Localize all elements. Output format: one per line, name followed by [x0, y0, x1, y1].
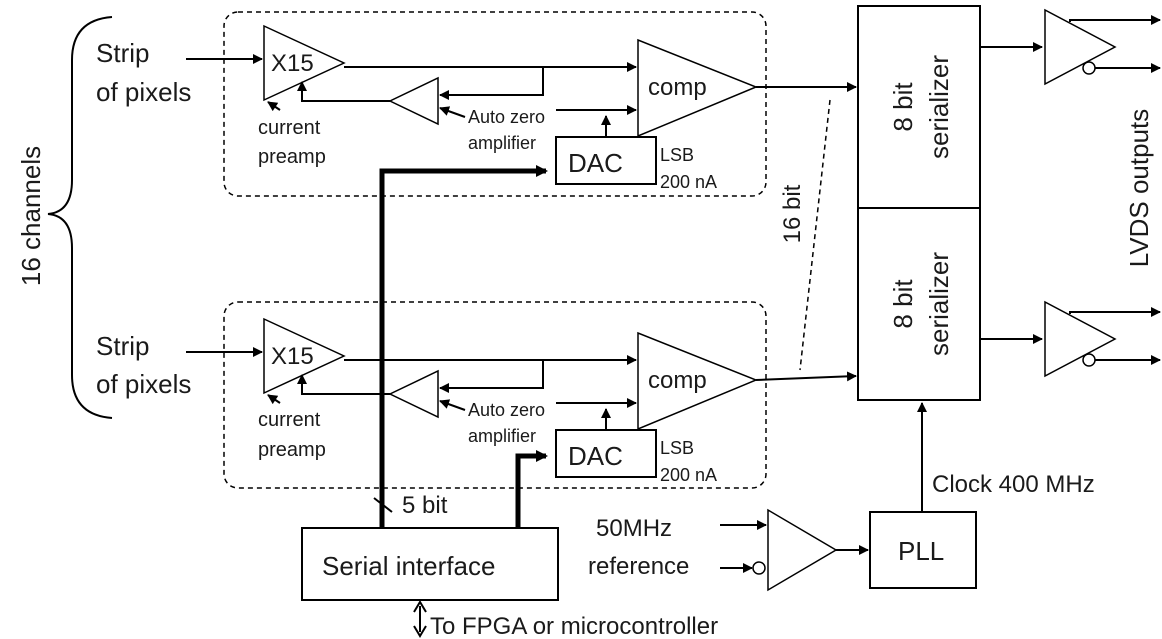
lsb-label-line1: LSB	[660, 438, 694, 458]
autozero-output-wire	[297, 374, 390, 395]
lsb-label-line2: 200 nA	[660, 172, 717, 192]
channels-label: 16 channels	[16, 146, 46, 286]
serializer-top-line1: 8 bit	[888, 82, 918, 132]
comp-to-serializer-wire	[755, 371, 857, 382]
preamp-gain-label: X15	[271, 50, 314, 77]
bus-dashed-line	[799, 99, 831, 371]
comp-triangle	[637, 331, 758, 431]
autozero-label-line1: Auto zero	[468, 400, 545, 420]
bus-width-label: 16 bit	[779, 184, 806, 243]
autozero-pointer	[439, 399, 466, 411]
serializer-top	[857, 5, 981, 209]
ref-label-line2: reference	[588, 553, 689, 580]
lvds-top-pos-out	[1069, 15, 1161, 25]
dac-bits-label: 5 bit	[402, 492, 448, 519]
dac-bus-top	[379, 165, 548, 528]
autozero-feedback-wire	[439, 360, 544, 393]
comp-label: comp	[648, 367, 707, 394]
dac-box	[555, 429, 657, 478]
autozero-label-line2: amplifier	[468, 426, 536, 446]
autozero-output-wire	[297, 81, 390, 102]
ref-invert-bubble	[752, 561, 766, 575]
current-label-line1: current	[258, 117, 321, 139]
lvds-outputs-label: LVDS outputs	[1124, 109, 1154, 268]
autozero-label-line2: amplifier	[468, 133, 536, 153]
dac-label: DAC	[568, 148, 623, 178]
current-label-line2: preamp	[258, 439, 326, 461]
preamp-gain-label: X15	[271, 343, 314, 370]
serial-interface-box	[301, 527, 559, 601]
current-label-line1: current	[258, 409, 321, 431]
dac-bus-bottom	[515, 450, 548, 528]
serializer-bottom-line1: 8 bit	[888, 279, 918, 329]
pll-label: PLL	[898, 536, 944, 566]
fpga-double-arrow	[413, 600, 427, 638]
lvds-top-invert-bubble	[1082, 61, 1096, 75]
autozero-triangle	[388, 76, 439, 126]
dac-label: DAC	[568, 441, 623, 471]
serializer-top-line2: serializer	[924, 55, 954, 159]
clock-label: Clock 400 MHz	[932, 471, 1095, 498]
lvds-driver-bottom	[1044, 300, 1117, 378]
preamp-pointer	[267, 101, 281, 112]
serializer-bottom-line2: serializer	[924, 252, 954, 356]
lsb-label-line2: 200 nA	[660, 465, 717, 485]
autozero-pointer	[439, 106, 466, 118]
channel-bottom: Strip of pixels X15 current preamp Auto …	[96, 301, 857, 489]
strip-label-line2: of pixels	[96, 77, 191, 107]
preamp-pointer	[267, 394, 281, 405]
comp-label: comp	[648, 74, 707, 101]
channel-bottom-frame	[223, 301, 767, 489]
current-label-line2: preamp	[258, 146, 326, 168]
channel-top-frame	[223, 11, 767, 197]
strip-label-line2: of pixels	[96, 369, 191, 399]
fpga-label: To FPGA or microcontroller	[430, 613, 718, 639]
ref-buffer-triangle	[767, 508, 838, 592]
comp-triangle	[637, 38, 758, 138]
lsb-label-line1: LSB	[660, 145, 694, 165]
serial-interface-label: Serial interface	[322, 551, 495, 581]
channel-top: Strip of pixels X15 current preamp Auto …	[96, 11, 857, 197]
channels-brace	[47, 16, 113, 419]
lvds-bottom-invert-bubble	[1082, 353, 1096, 367]
autozero-triangle	[388, 369, 439, 419]
bus-tick	[373, 497, 393, 513]
autozero-label-line1: Auto zero	[468, 107, 545, 127]
lvds-driver-top	[1044, 8, 1117, 86]
ref-label-line1: 50MHz	[596, 515, 672, 542]
strip-label-line1: Strip	[96, 38, 149, 68]
autozero-feedback-wire	[439, 67, 544, 100]
lvds-bottom-pos-out	[1069, 307, 1161, 317]
serializer-bottom	[857, 207, 981, 401]
strip-label-line1: Strip	[96, 331, 149, 361]
